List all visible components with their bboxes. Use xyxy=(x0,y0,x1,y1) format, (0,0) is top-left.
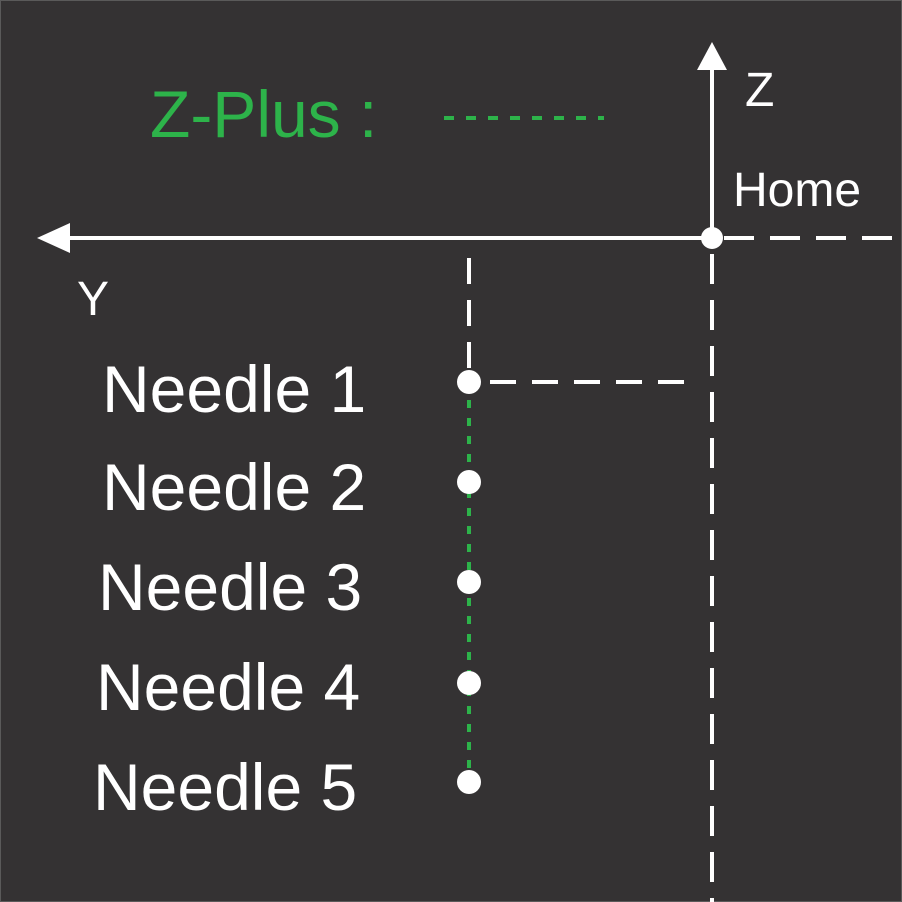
needle-dot-5 xyxy=(457,770,481,794)
needle-label-2: Needle 2 xyxy=(102,450,366,524)
needle-label-1: Needle 1 xyxy=(102,352,366,426)
z-axis-label: Z xyxy=(745,64,774,117)
needle-label-4: Needle 4 xyxy=(96,650,360,724)
home-label: Home xyxy=(733,164,861,217)
y-axis-label: Y xyxy=(77,273,109,326)
needle-label-3: Needle 3 xyxy=(98,550,362,624)
needle-dot-2 xyxy=(457,470,481,494)
home-origin-dot xyxy=(701,227,723,249)
legend-label: Z-Plus : xyxy=(150,77,377,151)
needle-dot-1 xyxy=(457,370,481,394)
y-axis-arrowhead xyxy=(37,223,70,253)
needle-dot-3 xyxy=(457,570,481,594)
z-axis-arrowhead xyxy=(697,42,727,70)
needle-label-5: Needle 5 xyxy=(93,750,357,824)
needle-dot-4 xyxy=(457,671,481,695)
